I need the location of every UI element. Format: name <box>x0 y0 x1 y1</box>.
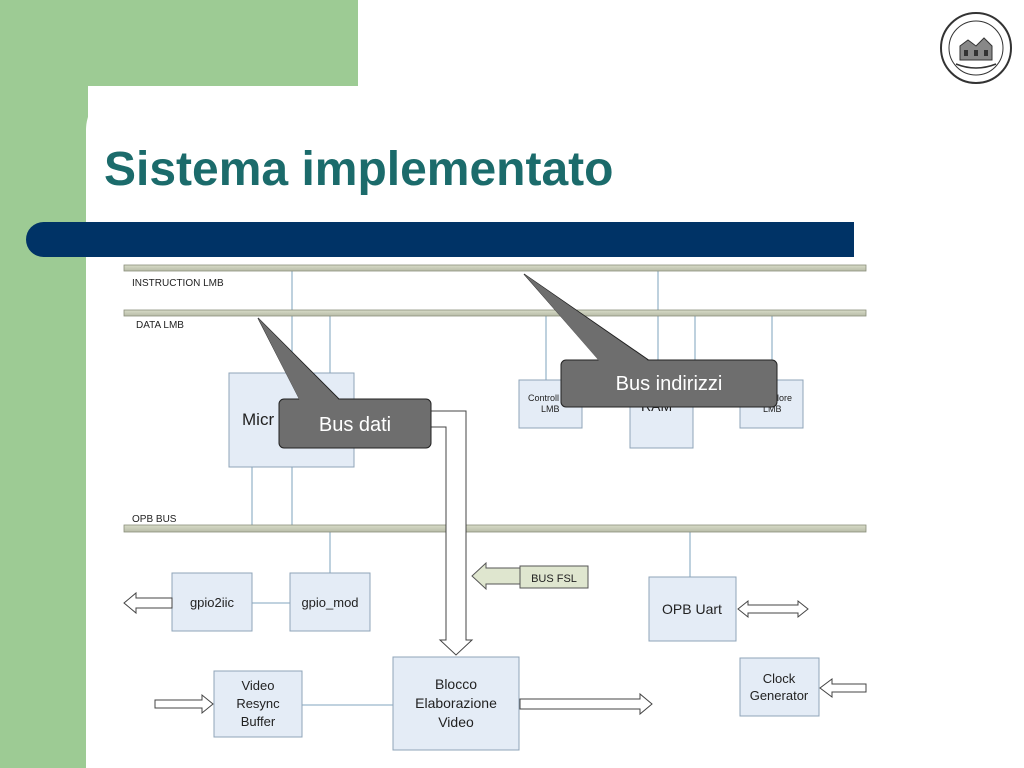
blocco-line2: Elaborazione <box>415 695 497 711</box>
slide-title: Sistema implementato <box>104 143 614 196</box>
controller-lmb-left-line2: LMB <box>541 404 560 414</box>
opb-bus-label: OPB BUS <box>132 514 177 525</box>
callout-bus-dati-label: Bus dati <box>319 414 391 436</box>
instruction-lmb-label: INSTRUCTION LMB <box>132 278 224 289</box>
clock-generator-line1: Clock <box>763 671 796 686</box>
title-underline-band <box>26 222 854 257</box>
video-resync-line3: Buffer <box>241 714 276 729</box>
university-seal-logo <box>940 12 1012 84</box>
fsl-bus-arrow <box>429 410 474 656</box>
opb-uart-label: OPB Uart <box>662 601 722 617</box>
video-input-arrow <box>154 693 214 715</box>
clock-generator-block <box>739 657 820 717</box>
video-resync-line1: Video <box>241 678 274 693</box>
gpio2iic-out-arrow <box>123 591 173 615</box>
controller-lmb-left-line1: Controll <box>528 393 559 403</box>
gpio2iic-label: gpio2iic <box>190 595 235 610</box>
callout-bus-indirizzi: Bus indirizzi <box>523 273 778 408</box>
data-lmb-bus <box>123 309 867 317</box>
bus-fsl-arrow <box>471 561 521 591</box>
data-lmb-label: DATA LMB <box>136 320 184 331</box>
opb-uart-double-arrow <box>737 599 809 619</box>
video-resync-line2: Resync <box>236 696 280 711</box>
green-sidebar <box>0 0 88 768</box>
opb-uart-block <box>648 576 737 642</box>
blocco-line3: Video <box>438 714 474 730</box>
callout-bus-dati: Bus dati <box>257 317 432 449</box>
opb-bus <box>123 524 867 533</box>
gpio2iic-block <box>171 572 253 632</box>
video-resync-buffer-block <box>213 670 303 738</box>
green-top-block <box>0 0 358 86</box>
controller-lmb-right-line2: LMB <box>763 404 782 414</box>
gpio-mod-block <box>289 572 371 632</box>
blocco-line1: Blocco <box>435 676 477 692</box>
callout-bus-indirizzi-label: Bus indirizzi <box>616 373 723 395</box>
instruction-lmb-bus <box>123 264 867 272</box>
clock-input-arrow <box>819 678 867 698</box>
blocco-output-arrow <box>519 692 653 716</box>
microblaze-label: Micr <box>242 410 274 429</box>
clock-generator-line2: Generator <box>750 688 809 703</box>
bus-fsl-tag <box>519 565 589 589</box>
hollow-arrows <box>123 410 867 716</box>
gpio-mod-label: gpio_mod <box>301 595 358 610</box>
blocco-elaborazione-video-block <box>392 656 520 751</box>
controller-lmb-right-line1: lore <box>777 393 792 403</box>
bus-fsl-label: BUS FSL <box>531 573 577 585</box>
